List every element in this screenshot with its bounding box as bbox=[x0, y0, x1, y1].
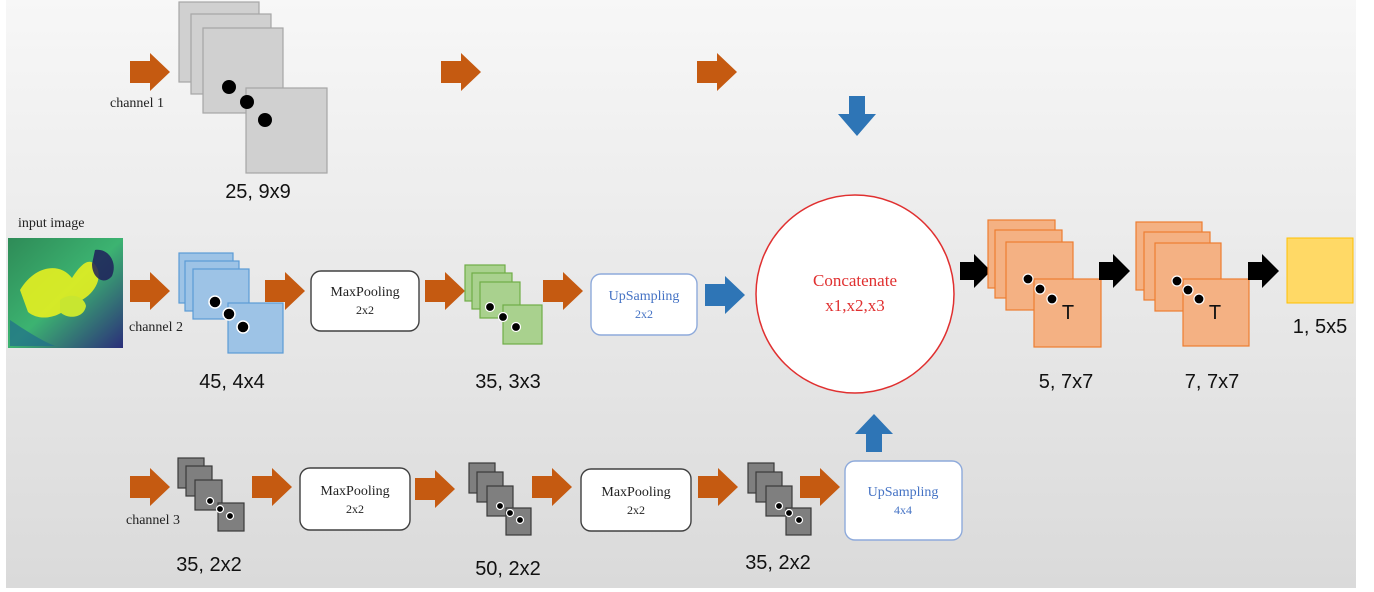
arrow-right-icon bbox=[130, 272, 170, 310]
channel2-pooled-stack bbox=[464, 264, 543, 345]
arrow-right-icon bbox=[960, 254, 991, 288]
output2-dims: 7, 7x7 bbox=[1185, 371, 1239, 393]
maxpooling-title: MaxPooling bbox=[320, 484, 389, 499]
channel1-dims: 25, 9x9 bbox=[225, 181, 291, 203]
arrow-right-icon bbox=[415, 470, 455, 508]
upsampling-size: 2x2 bbox=[635, 307, 653, 321]
final-output-map bbox=[1286, 237, 1354, 304]
arrow-right-icon bbox=[800, 468, 840, 506]
transpose-label: T bbox=[1209, 302, 1221, 324]
concatenate-title: Concatenate bbox=[813, 271, 897, 290]
channel1-feature-stack bbox=[178, 1, 328, 174]
upsampling-title: UpSampling bbox=[609, 289, 680, 304]
channel1-label: channel 1 bbox=[110, 96, 164, 111]
arrow-right-icon bbox=[265, 272, 305, 310]
channel3-pooled2-stack bbox=[747, 462, 812, 536]
arrow-right-icon bbox=[698, 468, 738, 506]
upsampling-box-channel3: UpSampling 4x4 bbox=[844, 460, 963, 541]
maxpooling-size: 2x2 bbox=[627, 503, 645, 517]
channel2-pooled-dims: 35, 3x3 bbox=[475, 371, 541, 393]
arrow-right-icon bbox=[441, 53, 481, 91]
output2-feature-stack: T bbox=[1135, 221, 1250, 347]
channel2-feature-stack bbox=[178, 252, 284, 354]
arrow-up-icon bbox=[855, 414, 893, 452]
output1-feature-stack: T bbox=[987, 219, 1102, 348]
channel3-pooled1-stack bbox=[468, 462, 532, 536]
arrow-right-icon bbox=[425, 272, 465, 310]
arrow-right-icon bbox=[532, 468, 572, 506]
maxpooling-title: MaxPooling bbox=[601, 485, 670, 500]
channel3-pooled1-dims: 50, 2x2 bbox=[475, 558, 541, 580]
concatenate-inputs: x1,x2,x3 bbox=[825, 296, 885, 315]
arrow-right-icon bbox=[705, 276, 745, 314]
maxpooling-size: 2x2 bbox=[346, 502, 364, 516]
output1-dims: 5, 7x7 bbox=[1039, 371, 1093, 393]
arrow-right-icon bbox=[697, 53, 737, 91]
concatenate-node: Concatenate x1,x2,x3 bbox=[755, 194, 955, 394]
arrow-right-icon bbox=[130, 53, 170, 91]
channel2-label: channel 2 bbox=[129, 320, 183, 335]
arrow-right-icon bbox=[252, 468, 292, 506]
upsampling-size: 4x4 bbox=[894, 503, 912, 517]
channel3-pooled2-dims: 35, 2x2 bbox=[745, 552, 811, 574]
arrow-right-icon bbox=[1248, 254, 1279, 288]
transpose-label: T bbox=[1062, 302, 1074, 324]
channel3-feature-stack bbox=[177, 457, 245, 532]
arrow-down-icon bbox=[838, 96, 876, 136]
channel3-label: channel 3 bbox=[126, 513, 180, 528]
maxpooling-box-channel3-second: MaxPooling 2x2 bbox=[580, 468, 692, 532]
final-output-dims: 1, 5x5 bbox=[1293, 316, 1347, 338]
arrow-right-icon bbox=[130, 468, 170, 506]
maxpooling-title: MaxPooling bbox=[330, 285, 399, 300]
upsampling-title: UpSampling bbox=[868, 485, 939, 500]
channel2-dims: 45, 4x4 bbox=[199, 371, 265, 393]
arrow-right-icon bbox=[1099, 254, 1130, 288]
input-image-label: input image bbox=[18, 216, 85, 231]
channel3-dims: 35, 2x2 bbox=[176, 554, 242, 576]
upsampling-box-channel2: UpSampling 2x2 bbox=[590, 273, 698, 336]
arrow-right-icon bbox=[543, 272, 583, 310]
maxpooling-size: 2x2 bbox=[356, 303, 374, 317]
maxpooling-box-channel3-first: MaxPooling 2x2 bbox=[299, 467, 411, 531]
maxpooling-box-channel2: MaxPooling 2x2 bbox=[310, 270, 420, 332]
input-image bbox=[8, 238, 123, 348]
